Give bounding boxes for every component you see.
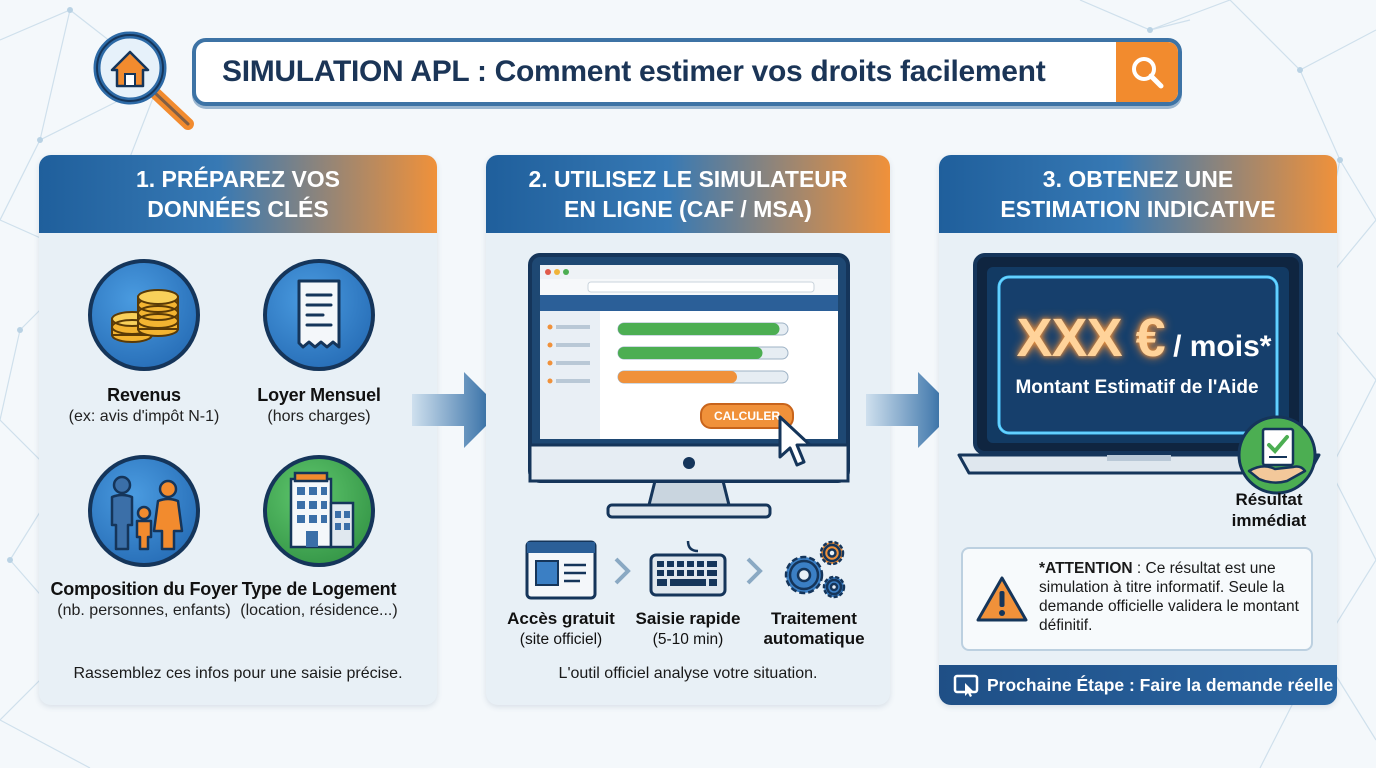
search-button[interactable]	[1116, 42, 1178, 102]
next-step-bar[interactable]: Prochaine Étape : Faire la demande réell…	[939, 665, 1337, 705]
panel-1-header: 1. PRÉPAREZ VOS DONNÉES CLÉS	[39, 155, 437, 233]
house-magnifier-icon	[93, 31, 194, 130]
amount-row: XXX € / mois*	[999, 307, 1289, 369]
step-input-sub: (5-10 min)	[652, 631, 724, 648]
panel-1-title-line1: 1. PRÉPAREZ VOS	[135, 166, 341, 192]
chevron-right-icon	[746, 557, 763, 585]
progress-fill	[618, 371, 737, 383]
item-loyer: Loyer Mensuel (hors charges)	[219, 385, 419, 426]
step-input: Saisie rapide (5-10 min)	[623, 609, 753, 649]
step-access-sub: (site officiel)	[519, 631, 603, 648]
item-foyer-label: Composition du Foyer	[50, 579, 238, 599]
panel-2-header: 2. UTILISEZ LE SIMULATEUR EN LIGNE (CAF …	[486, 155, 890, 233]
panel-2-title-line2: EN LIGNE (CAF / MSA)	[564, 196, 812, 222]
warning-text: *ATTENTION : Ce résultat est une simulat…	[1039, 559, 1307, 635]
panel-3-header: 3. OBTENEZ UNE ESTIMATION INDICATIVE	[939, 155, 1337, 233]
receipt-icon	[263, 259, 375, 371]
step-input-label: Saisie rapide	[635, 609, 741, 628]
item-logement-label: Type de Logement	[241, 579, 397, 599]
item-revenus: Revenus (ex: avis d'impôt N-1)	[44, 385, 244, 426]
progress-fill	[618, 347, 763, 359]
approved-document-icon	[1237, 415, 1317, 495]
item-loyer-label: Loyer Mensuel	[257, 385, 381, 405]
amount-caption: Montant Estimatif de l'Aide	[1015, 377, 1259, 398]
step-access-label: Accès gratuit	[507, 609, 615, 628]
step-processing-label2: automatique	[763, 629, 865, 648]
calculate-button[interactable]: CALCULER	[700, 403, 794, 429]
browser-window-icon	[525, 540, 597, 600]
panel-1-title-line2: DONNÉES CLÉS	[147, 196, 329, 222]
item-foyer-sub: (nb. personnes, enfants)	[57, 602, 231, 619]
arrow-right-icon	[412, 372, 502, 448]
step-access: Accès gratuit (site officiel)	[496, 609, 626, 649]
item-foyer: Composition du Foyer (nb. personnes, enf…	[44, 579, 244, 620]
arrow-right-icon	[866, 372, 956, 448]
panel-2-footer: L'outil officiel analyse votre situation…	[558, 665, 818, 682]
panel-prepare-data: 1. PRÉPAREZ VOS DONNÉES CLÉS Revenus (ex…	[39, 155, 437, 705]
panel-online-simulator: 2. UTILISEZ LE SIMULATEUR EN LIGNE (CAF …	[486, 155, 890, 705]
building-icon	[263, 455, 375, 567]
page-title: SIMULATION APL : Comment estimer vos dro…	[222, 55, 1046, 88]
monitor-illustration	[528, 253, 850, 519]
gears-icon	[784, 540, 846, 599]
laptop-illustration	[957, 253, 1321, 475]
result-label: Résultat immédiat	[1209, 489, 1329, 531]
per-month-label: / mois*	[1173, 330, 1272, 363]
estimated-amount: XXX €	[1016, 308, 1166, 368]
warning-triangle-icon	[976, 576, 1028, 622]
item-loyer-sub: (hors charges)	[267, 408, 371, 425]
result-label-line1: Résultat	[1235, 490, 1303, 509]
warning-bold: *ATTENTION	[1039, 560, 1133, 577]
panel-3-title-line2: ESTIMATION INDICATIVE	[1000, 196, 1276, 222]
search-icon	[1132, 57, 1164, 89]
next-step-label: Prochaine Étape : Faire la demande réell…	[987, 675, 1334, 695]
item-logement-sub: (location, résidence...)	[240, 602, 398, 619]
warning-body: : Ce résultat est une simulation à titre…	[1039, 560, 1299, 634]
result-label-line2: immédiat	[1231, 511, 1307, 530]
progress-fill	[618, 323, 780, 335]
item-revenus-sub: (ex: avis d'impôt N-1)	[68, 408, 220, 425]
chevron-right-icon	[614, 557, 631, 585]
step-processing-label: Traitement	[771, 609, 857, 628]
panel-1-footer: Rassemblez ces infos pour une saisie pré…	[73, 665, 403, 682]
keyboard-icon	[649, 540, 727, 597]
coins-icon	[88, 259, 200, 371]
step-processing: Traitement automatique	[749, 609, 879, 649]
panel-2-title-line1: 2. UTILISEZ LE SIMULATEUR	[528, 166, 848, 192]
warning-box: *ATTENTION : Ce résultat est une simulat…	[961, 547, 1313, 651]
title-search-bar: SIMULATION APL : Comment estimer vos dro…	[192, 38, 1182, 106]
family-icon	[88, 455, 200, 567]
screen-pointer-icon	[953, 674, 979, 697]
item-revenus-label: Revenus	[107, 385, 181, 405]
item-logement: Type de Logement (location, résidence...…	[219, 579, 419, 620]
panel-3-title-line1: 3. OBTENEZ UNE	[1042, 166, 1234, 192]
panel-estimation: 3. OBTENEZ UNE ESTIMATION INDICATIVE XXX…	[939, 155, 1337, 705]
mouse-cursor-icon	[778, 415, 812, 467]
